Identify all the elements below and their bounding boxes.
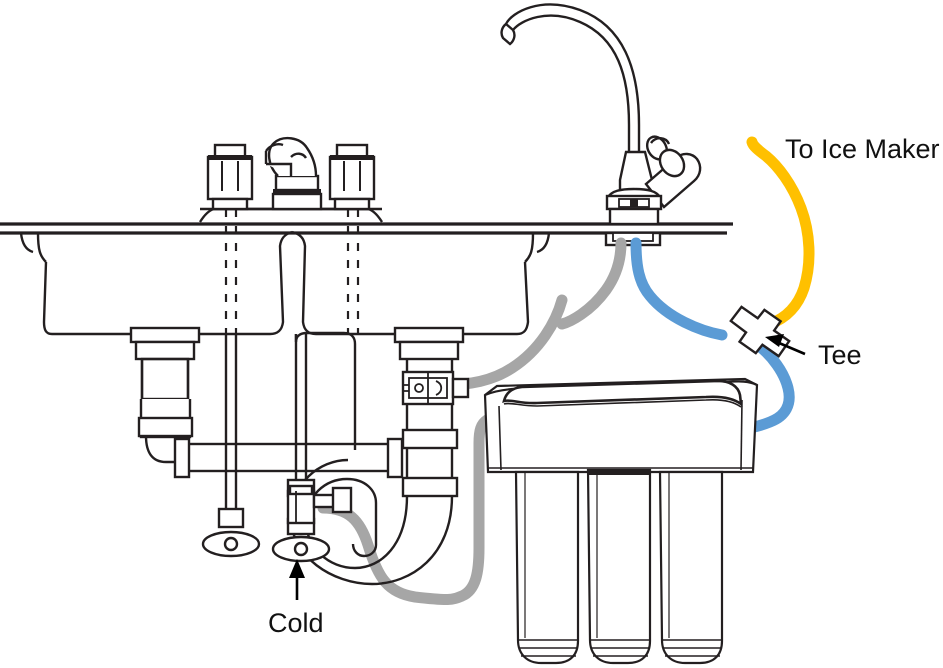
left-drain-assembly <box>129 326 201 464</box>
ice-maker-tube <box>746 136 815 330</box>
ro-faucet[interactable] <box>500 3 702 247</box>
drain-saddle <box>401 370 470 406</box>
cold-callout-arrow <box>289 559 305 600</box>
main-faucet-hot-handle[interactable] <box>206 143 254 211</box>
feed-tube <box>317 414 493 605</box>
main-faucet-cold-handle[interactable] <box>328 143 376 211</box>
cold-supply-pipe <box>294 331 357 450</box>
ro-unit <box>483 377 759 665</box>
ro-faucet-handle[interactable] <box>643 133 702 209</box>
label-tee: Tee <box>818 340 862 370</box>
faucet-gray-stub <box>556 237 627 330</box>
right-drain-assembly <box>393 326 465 498</box>
main-faucet-supply-lines <box>224 209 360 334</box>
ro-filter-canister-3 <box>658 470 724 665</box>
product-tube <box>630 237 795 434</box>
main-faucet[interactable] <box>198 136 384 334</box>
drain-arm <box>173 437 404 479</box>
cold-angle-stop[interactable] <box>286 484 353 525</box>
ro-filter-canister-2 <box>586 468 652 665</box>
ro-filter-canister-1 <box>514 470 580 665</box>
main-faucet-spout <box>264 136 323 211</box>
label-to-ice-maker: To Ice Maker <box>785 134 940 164</box>
tee-callout-arrow <box>765 334 806 356</box>
label-cold: Cold <box>268 608 324 638</box>
